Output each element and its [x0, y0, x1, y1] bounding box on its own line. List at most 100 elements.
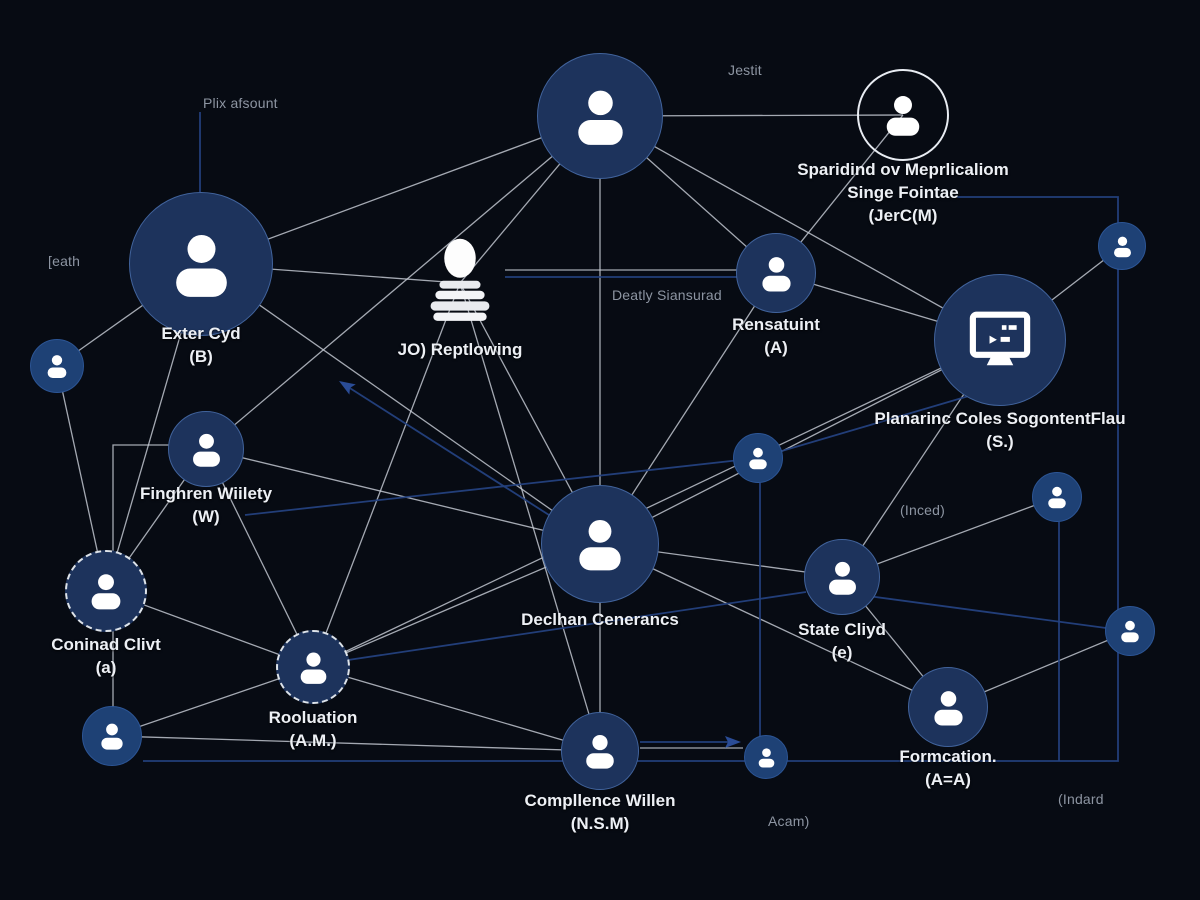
floating-label-inced: (Inced): [900, 502, 945, 518]
person-icon: [101, 723, 123, 750]
edge-23: [205, 448, 601, 545]
node-label-line: (A.M.): [289, 731, 337, 750]
node-small_r1: [1032, 472, 1082, 522]
node-label-line: Formcation.: [899, 747, 997, 766]
node-label-line: (JerC(M): [868, 206, 938, 225]
person-icon: [192, 433, 220, 467]
person-icon: [579, 519, 621, 571]
node-label-formcation: Formcation. (A=A): [899, 745, 996, 791]
person-icon: [300, 652, 326, 684]
edge-43: [244, 457, 759, 516]
node-compllence: [561, 712, 639, 790]
person-icon: [1048, 486, 1066, 509]
node-label-line: (B): [189, 347, 213, 366]
podium-figure-icon: [430, 238, 490, 321]
node-small_bl: [82, 706, 142, 766]
edge-19: [599, 339, 1001, 545]
node-label-compllence: Compllence Willen (N.S.M): [525, 789, 676, 835]
floating-label-indard: (Indard: [1058, 791, 1104, 807]
edge-15: [459, 282, 601, 752]
person-icon: [886, 96, 920, 136]
node-label-rooluation: Rooluation (A.M.): [269, 706, 358, 752]
node-label-line: Compllence Willen: [524, 791, 676, 810]
edge-28: [312, 666, 601, 752]
node-label-monitor: Planarinc Coles SogontentFlau (S.): [874, 407, 1125, 453]
node-monitor: [934, 274, 1066, 406]
node-label-line: Planarinc Coles SogontentFlau: [874, 409, 1126, 428]
node-top: [537, 53, 663, 179]
floating-label-eath: [eath: [48, 253, 81, 269]
person-icon: [47, 355, 67, 378]
node-label-line: Finghren Wiilety: [139, 484, 273, 503]
node-declhan: [541, 485, 659, 603]
node-label-exter: Exter Cyd (B): [161, 322, 240, 368]
person-icon: [749, 447, 767, 470]
node-state: [804, 539, 880, 615]
node-outlined: [857, 69, 949, 161]
floating-label-jestik: Jestit: [728, 62, 762, 78]
node-label-line: (N.S.M): [570, 814, 630, 833]
edge-41: [344, 384, 561, 523]
arrowhead-1: [725, 736, 741, 748]
edge-37: [111, 735, 601, 752]
edge-5: [599, 115, 1001, 341]
node-label-line: (a): [95, 658, 117, 677]
node-exter: [129, 192, 273, 336]
edge-25: [205, 448, 314, 668]
node-label-line: (A=A): [925, 770, 971, 789]
node-small_r2: [1105, 606, 1155, 656]
node-label-connad: Coninad Clivt (a): [51, 633, 161, 679]
node-label-line: Sparidind ov Meprlicaliom: [797, 160, 1009, 179]
node-label-declhan: Declhan Cenerancs: [521, 608, 679, 631]
node-label-line: Declhan Cenerancs: [521, 610, 679, 629]
node-label-line: Rensatuint: [732, 315, 820, 334]
monitor-code-icon: [969, 311, 1031, 366]
node-gavel: [412, 235, 508, 331]
node-label-line: (W): [192, 507, 220, 526]
person-icon: [1121, 620, 1139, 643]
node-label-line: Coninad Clivt: [51, 635, 161, 654]
node-label-line: Rooluation: [268, 708, 358, 727]
node-label-rensatuint: Rensatuint (A): [732, 313, 820, 359]
floating-label-acam: Acam): [768, 813, 810, 829]
person-icon: [1113, 236, 1131, 257]
person-icon: [933, 690, 963, 725]
edge-42: [347, 591, 807, 661]
edge-20: [312, 339, 1001, 668]
node-label-line: (S.): [986, 432, 1014, 451]
floating-label-deatly: Deatly Siansurad: [612, 287, 722, 303]
arrowhead-0: [339, 381, 356, 395]
edge-14: [312, 282, 461, 668]
node-formcation: [908, 667, 988, 747]
node-small_tr: [1098, 222, 1146, 270]
node-label-finghren: Finghren Wiilety (W): [140, 482, 272, 528]
node-small_acam: [744, 735, 788, 779]
node-small_mid: [733, 433, 783, 483]
edge-9: [200, 263, 601, 545]
node-label-line: Singe Fointae: [847, 183, 959, 202]
node-label-line: (e): [831, 643, 853, 662]
edge-48: [867, 595, 1107, 629]
person-icon: [758, 747, 774, 767]
node-label-gavel: JO) Reptlowing: [398, 338, 523, 361]
person-icon: [586, 734, 614, 769]
floating-label-plix: Plix afsount: [203, 95, 278, 111]
node-label-line: JO) Reptlowing: [397, 340, 523, 359]
node-finghren: [168, 411, 244, 487]
person-icon: [577, 90, 623, 145]
node-label-line: Exter Cyd: [161, 324, 241, 343]
edge-44: [757, 387, 997, 459]
node-label-line: (A): [764, 338, 788, 357]
node-label-line: State Cliyd: [798, 620, 886, 639]
node-connad: [65, 550, 147, 632]
person-icon: [828, 561, 856, 595]
edge-2: [205, 115, 601, 450]
node-small_left: [30, 339, 84, 393]
node-label-state: State Cliyd (e): [798, 618, 886, 664]
person-icon: [761, 256, 791, 291]
node-rensatuint: [736, 233, 816, 313]
edge-32: [599, 543, 949, 708]
person-icon: [175, 234, 227, 297]
